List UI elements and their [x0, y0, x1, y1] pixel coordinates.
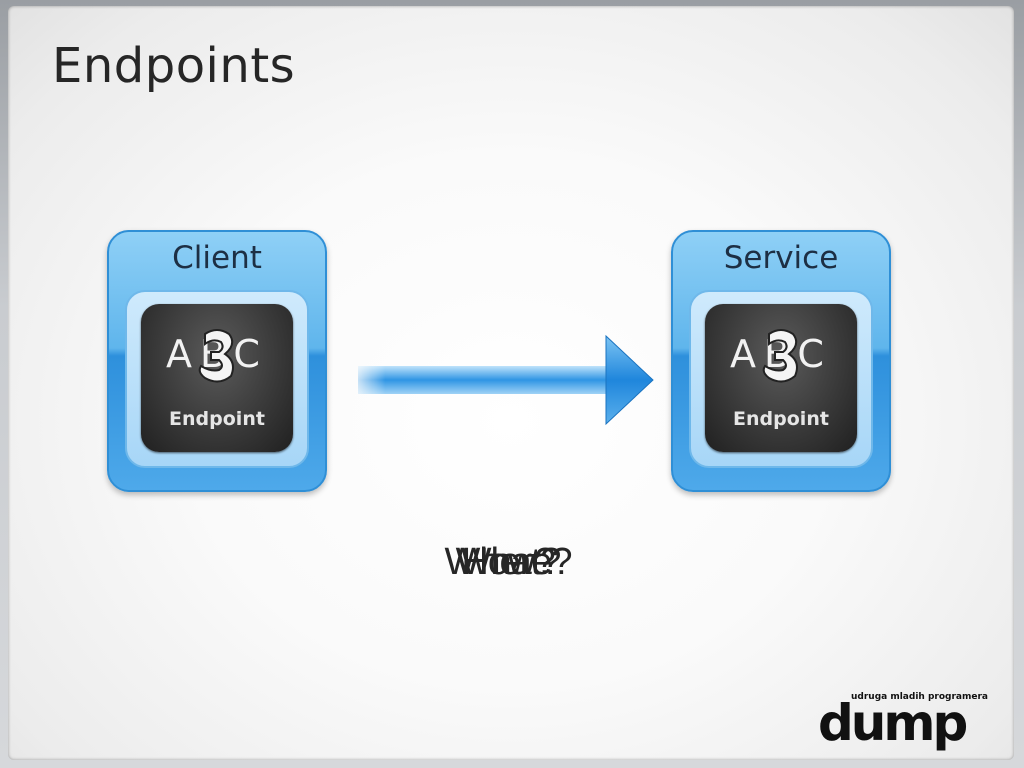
- service-endpoint-frame: ABC Endpoint: [689, 290, 873, 468]
- client-label: Client: [172, 240, 262, 276]
- arrow-right-icon: [358, 334, 654, 426]
- client-box: Client ABC Endpoint: [107, 230, 327, 492]
- abc-endpoint-icon: [198, 329, 234, 383]
- service-endpoint-label: Endpoint: [733, 408, 829, 430]
- service-endpoint-tile: ABC Endpoint: [705, 304, 857, 452]
- client-endpoint-label: Endpoint: [169, 408, 265, 430]
- client-endpoint-frame: ABC Endpoint: [125, 290, 309, 468]
- question-how: How?: [461, 541, 555, 583]
- question-stack: Where? How? What?: [368, 541, 648, 591]
- dump-logo: udruga mladih programera dump: [818, 692, 1003, 752]
- client-endpoint-tile: ABC Endpoint: [141, 304, 293, 452]
- question-where: Where?: [444, 541, 572, 583]
- question-what: What?: [455, 541, 562, 583]
- logo-wordmark: dump: [818, 694, 968, 752]
- service-label: Service: [723, 240, 839, 276]
- slide-title: Endpoints: [52, 38, 296, 94]
- abc-endpoint-icon: [762, 329, 798, 383]
- slide: Endpoints Client ABC Endpoint: [8, 6, 1014, 760]
- logo-tagline: udruga mladih programera: [851, 692, 988, 702]
- service-box: Service ABC Endpoint: [671, 230, 891, 492]
